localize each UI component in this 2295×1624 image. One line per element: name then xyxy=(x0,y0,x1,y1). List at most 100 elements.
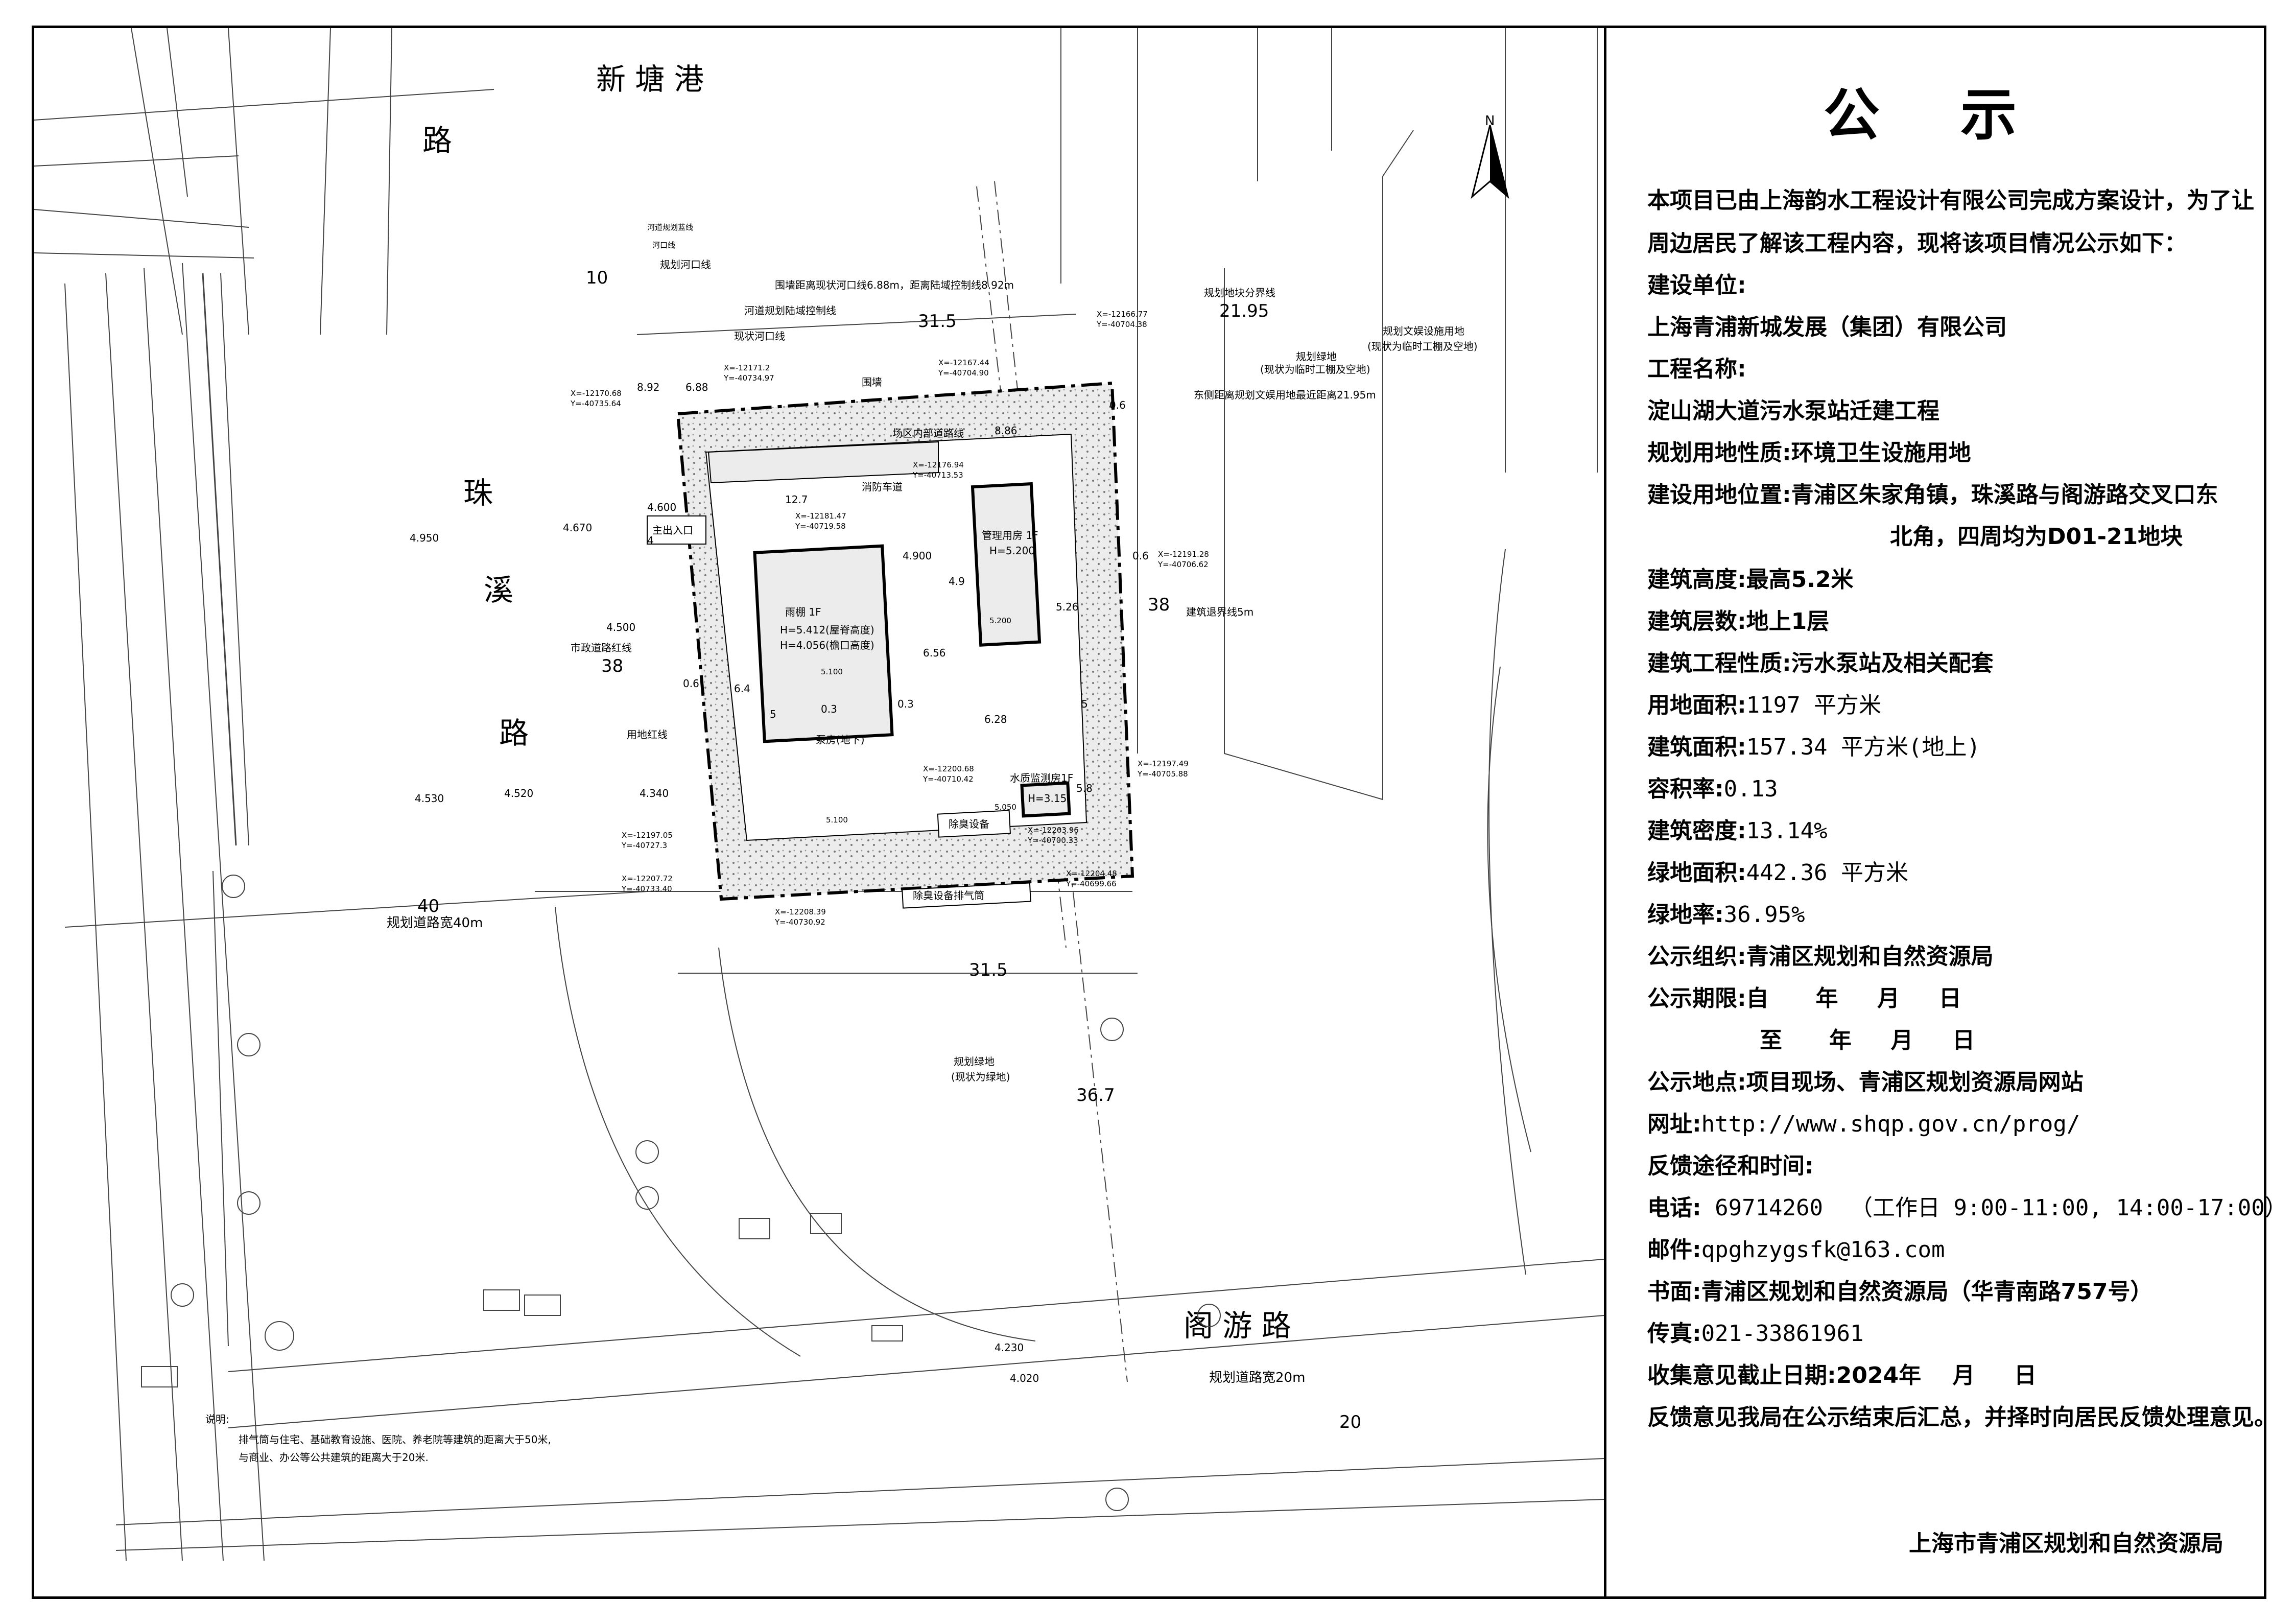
notice-title: 公 示 xyxy=(1823,82,2048,148)
email-label: 邮件: xyxy=(1647,1237,1701,1263)
url-label: 网址: xyxy=(1647,1111,1701,1137)
svg-text:8.92: 8.92 xyxy=(637,381,660,393)
svg-text:X=-12170.68: X=-12170.68 xyxy=(571,389,622,398)
svg-text:Y=-40706.62: Y=-40706.62 xyxy=(1157,560,1209,569)
svg-text:5.100: 5.100 xyxy=(821,667,843,676)
svg-text:4.900: 4.900 xyxy=(903,550,932,562)
svg-text:说明:: 说明: xyxy=(205,1413,229,1425)
svg-text:5.200: 5.200 xyxy=(989,616,1011,625)
nature-row: 建筑工程性质:污水泵站及相关配套 xyxy=(1647,648,1994,679)
site-plan-drawing: 新 塘 港 路 珠 溪 路 阁 游 路 规划道路宽20m 规划道路宽40m N … xyxy=(34,28,1604,1596)
svg-text:5: 5 xyxy=(770,708,776,720)
svg-text:建筑退界线5m: 建筑退界线5m xyxy=(1186,606,1253,618)
mgmt-room-label: 管理用房 1F xyxy=(982,529,1038,542)
svg-text:20: 20 xyxy=(1339,1412,1361,1432)
svg-text:12.7: 12.7 xyxy=(785,493,808,506)
svg-text:X=-12181.47: X=-12181.47 xyxy=(795,511,846,521)
svg-text:X=-12197.05: X=-12197.05 xyxy=(622,831,673,840)
svg-text:8.86: 8.86 xyxy=(995,425,1018,437)
svg-text:规划绿地: 规划绿地 xyxy=(1296,350,1337,363)
dimensions: 31.5 21.95 31.5 38 38 40 36.7 20 10 12.7… xyxy=(417,268,1361,1432)
svg-text:4.9: 4.9 xyxy=(949,575,965,587)
svg-text:4.520: 4.520 xyxy=(504,787,533,799)
pump-room-label: 泵房(地下) xyxy=(816,734,865,746)
svg-text:4.230: 4.230 xyxy=(995,1341,1024,1354)
green-area-row: 绿地面积:442.36 平方米 xyxy=(1647,858,1908,888)
url-link[interactable]: http://www.shqp.gov.cn/prog/ xyxy=(1701,1111,2080,1137)
svg-text:Y=-40730.92: Y=-40730.92 xyxy=(774,917,825,927)
svg-text:0.6: 0.6 xyxy=(683,677,699,690)
signature: 上海市青浦区规划和自然资源局 xyxy=(1909,1531,2223,1557)
phone-value: 69714260 （工作日 9:00-11:00, 14:00-17:00） xyxy=(1701,1195,2287,1221)
land-use-row: 规划用地性质:环境卫生设施用地 xyxy=(1647,438,1971,468)
organizer-row: 公示组织:青浦区规划和自然资源局 xyxy=(1647,942,1994,972)
geyou-road-width: 规划道路宽20m xyxy=(1209,1370,1305,1385)
svg-text:X=-12171.2: X=-12171.2 xyxy=(724,363,770,372)
land-use-value: 环境卫生设施用地 xyxy=(1791,440,1971,466)
frame-divider xyxy=(1604,26,1606,1599)
email-link[interactable]: qpghzygsfk@163.com xyxy=(1701,1237,1945,1263)
svg-text:X=-12200.68: X=-12200.68 xyxy=(923,764,974,773)
svg-text:4.500: 4.500 xyxy=(606,621,635,633)
deodor-vent-label: 除臭设备排气筒 xyxy=(913,889,984,902)
svg-text:5.8: 5.8 xyxy=(1076,782,1093,794)
svg-text:Y=-40719.58: Y=-40719.58 xyxy=(795,522,846,531)
svg-text:(现状为临时工棚及空地): (现状为临时工棚及空地) xyxy=(1260,363,1370,375)
svg-text:X=-12191.28: X=-12191.28 xyxy=(1158,550,1209,559)
svg-text:X=-12166.77: X=-12166.77 xyxy=(1097,310,1148,319)
zhuxi-road-width: 规划道路宽40m xyxy=(387,915,483,931)
deadline-label: 收集意见截止日期: xyxy=(1647,1362,1836,1388)
site-area-value: 1197 平方米 xyxy=(1746,692,1882,718)
drawing-frame xyxy=(32,26,2266,1599)
period-to: 至 年 月 日 xyxy=(1760,1027,1975,1053)
svg-text:X=-12176.94: X=-12176.94 xyxy=(913,460,964,469)
location-row: 建设用地位置:青浦区朱家角镇，珠溪路与阁游路交叉口东 xyxy=(1647,480,2218,510)
project-value: 淀山湖大道污水泵站迁建工程 xyxy=(1647,398,1939,424)
period-row: 公示期限:自 年 月 日 xyxy=(1647,983,1961,1014)
builder-label: 建设单位: xyxy=(1647,272,1746,298)
svg-text:Y=-40727.3: Y=-40727.3 xyxy=(621,841,667,850)
elevation-markers: 4.950 4.670 4.600 4.500 4.530 4.520 4.34… xyxy=(410,501,1039,1384)
building-area-value: 157.34 平方米(地上) xyxy=(1746,734,1981,760)
svg-text:Y=-40734.97: Y=-40734.97 xyxy=(723,373,774,383)
green-area-label: 绿地面积: xyxy=(1647,860,1746,886)
phone-label: 电话: xyxy=(1647,1195,1701,1221)
place-label: 公示地点: xyxy=(1647,1069,1746,1095)
svg-text:4.600: 4.600 xyxy=(647,501,676,513)
svg-text:X=-12197.49: X=-12197.49 xyxy=(1138,759,1189,768)
rain-shed-h2: H=4.056(檐口高度) xyxy=(780,639,874,651)
wall-label: 围墙 xyxy=(862,376,882,388)
water-room-h: H=3.15 xyxy=(1028,792,1067,805)
svg-text:4.340: 4.340 xyxy=(640,787,669,799)
green-area-value: 442.36 平方米 xyxy=(1746,860,1909,886)
fax-value: 021-33861961 xyxy=(1701,1321,1864,1347)
svg-text:规划绿地: 规划绿地 xyxy=(954,1055,995,1068)
organizer-value: 青浦区规划和自然资源局 xyxy=(1746,944,1994,970)
svg-text:Y=-40735.64: Y=-40735.64 xyxy=(570,399,621,408)
closing-text: 反馈意见我局在公示结束后汇总，并择时向居民反馈处理意见。 xyxy=(1647,1404,2277,1430)
svg-text:X=-12207.72: X=-12207.72 xyxy=(622,874,673,883)
notice-panel: 公 示 本项目已由上海韵水工程设计有限公司完成方案设计，为了让 周边居民了解该工… xyxy=(1606,28,2287,1596)
floors-row: 建筑层数:地上1层 xyxy=(1647,606,1829,637)
geyou-road-label: 阁 游 路 xyxy=(1184,1308,1291,1343)
north-arrow-icon: N xyxy=(1471,113,1509,199)
location-value-1: 青浦区朱家角镇，珠溪路与阁游路交叉口东 xyxy=(1791,482,2218,508)
svg-text:4.020: 4.020 xyxy=(1010,1372,1039,1384)
organizer-label: 公示组织: xyxy=(1647,944,1746,970)
svg-text:市政道路红线: 市政道路红线 xyxy=(571,642,632,654)
svg-text:21.95: 21.95 xyxy=(1219,301,1269,321)
svg-text:河道规划蓝线: 河道规划蓝线 xyxy=(647,223,693,232)
svg-text:4.670: 4.670 xyxy=(563,522,592,534)
intro-line-2: 周边居民了解该工程内容，现将该项目情况公示如下： xyxy=(1647,230,2187,256)
density-label: 建筑密度: xyxy=(1647,818,1746,844)
letter-row: 书面:青浦区规划和自然资源局（华青南路757号） xyxy=(1647,1277,2152,1307)
svg-text:0.3: 0.3 xyxy=(897,698,914,710)
xintang-gang-label: 新 塘 港 xyxy=(596,62,704,97)
svg-text:40: 40 xyxy=(417,896,439,916)
land-use-label: 规划用地性质: xyxy=(1647,440,1791,466)
fire-lane-label: 消防车道 xyxy=(862,481,903,493)
svg-text:31.5: 31.5 xyxy=(969,960,1008,980)
far-row: 容积率:0.13 xyxy=(1647,774,1778,805)
water-quality-building xyxy=(1020,781,1071,818)
far-value: 0.13 xyxy=(1723,776,1778,802)
